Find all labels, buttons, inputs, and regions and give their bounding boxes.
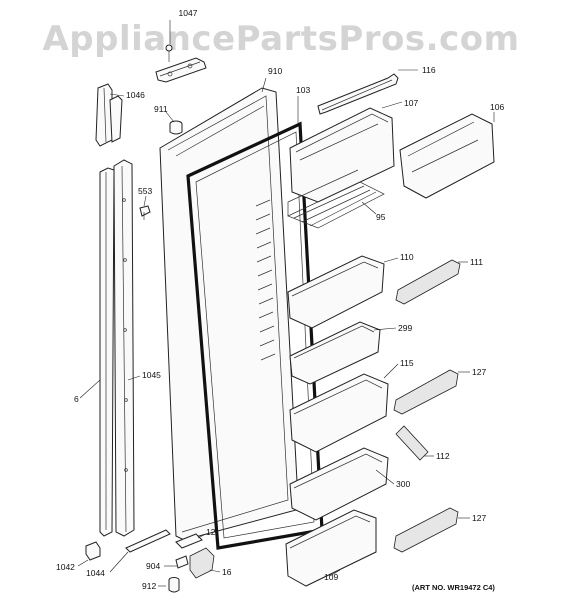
callout-12: 12 xyxy=(206,527,216,537)
callout-103: 103 xyxy=(296,85,310,95)
callout-300: 300 xyxy=(396,479,410,489)
part-95-wire-rack[interactable] xyxy=(287,169,385,229)
callout-labels: 1047 910 116 1046 911 103 107 106 553 95… xyxy=(56,8,504,591)
part-910-door-assembly[interactable] xyxy=(159,87,299,541)
callout-912: 912 xyxy=(142,581,156,591)
part-12-hinge-block[interactable] xyxy=(175,533,203,549)
part-1045-channel[interactable] xyxy=(113,159,135,537)
part-904-hinge-pin[interactable] xyxy=(175,555,189,569)
part-299-door-bin[interactable] xyxy=(289,321,381,385)
callout-299: 299 xyxy=(398,323,412,333)
part-912-bushing[interactable] xyxy=(168,577,180,593)
part-1042-clip[interactable] xyxy=(85,541,101,561)
callout-1042: 1042 xyxy=(56,562,75,572)
callout-110: 110 xyxy=(400,252,414,262)
callout-904: 904 xyxy=(146,561,160,571)
callout-107: 107 xyxy=(404,98,418,108)
part-1046-side-trim[interactable] xyxy=(95,83,123,147)
callout-1044: 1044 xyxy=(86,568,105,578)
part-553-screw[interactable] xyxy=(139,205,151,220)
part-16-lower-hinge[interactable] xyxy=(189,547,215,579)
part-116-door-handle-top[interactable] xyxy=(317,73,399,115)
callout-115: 115 xyxy=(400,358,414,368)
callout-95: 95 xyxy=(376,212,386,222)
callout-1047: 1047 xyxy=(179,8,198,18)
part-300-door-bin[interactable] xyxy=(289,447,389,521)
callout-6: 6 xyxy=(74,394,79,404)
leader-lines xyxy=(77,20,495,587)
callout-16: 16 xyxy=(222,567,232,577)
callout-1046: 1046 xyxy=(126,90,145,100)
part-911-bushing[interactable] xyxy=(169,120,183,135)
callout-127-lower: 127 xyxy=(472,513,486,523)
part-127-bin-front-upper[interactable] xyxy=(393,369,459,415)
callout-109: 109 xyxy=(324,572,338,582)
part-109-door-bin-bottom[interactable] xyxy=(285,509,377,587)
callout-112: 112 xyxy=(436,451,450,461)
part-115-door-bin[interactable] xyxy=(289,373,389,453)
part-110-door-bin[interactable] xyxy=(287,255,385,329)
part-106-dairy-cover[interactable] xyxy=(399,113,495,199)
callout-910: 910 xyxy=(268,66,282,76)
callout-911: 911 xyxy=(154,104,168,114)
callout-127-upper: 127 xyxy=(472,367,486,377)
part-6-door-rail[interactable] xyxy=(99,167,115,537)
part-107-dairy-door[interactable] xyxy=(289,107,395,203)
part-1044-bottom-trim[interactable] xyxy=(125,529,171,553)
part-112-clip[interactable] xyxy=(395,425,429,461)
callout-111: 111 xyxy=(470,257,483,267)
part-111-bin-front[interactable] xyxy=(395,259,461,305)
art-number: (ART NO. WR19472 C4) xyxy=(412,583,495,592)
part-1047-hinge-cover[interactable] xyxy=(155,44,207,83)
watermark-text: AppliancePartsPros.com xyxy=(42,19,519,59)
part-127-bin-front-lower[interactable] xyxy=(393,507,459,553)
callout-553: 553 xyxy=(138,186,152,196)
callout-106: 106 xyxy=(490,102,504,112)
callout-1045: 1045 xyxy=(142,370,161,380)
callout-116: 116 xyxy=(422,65,436,75)
